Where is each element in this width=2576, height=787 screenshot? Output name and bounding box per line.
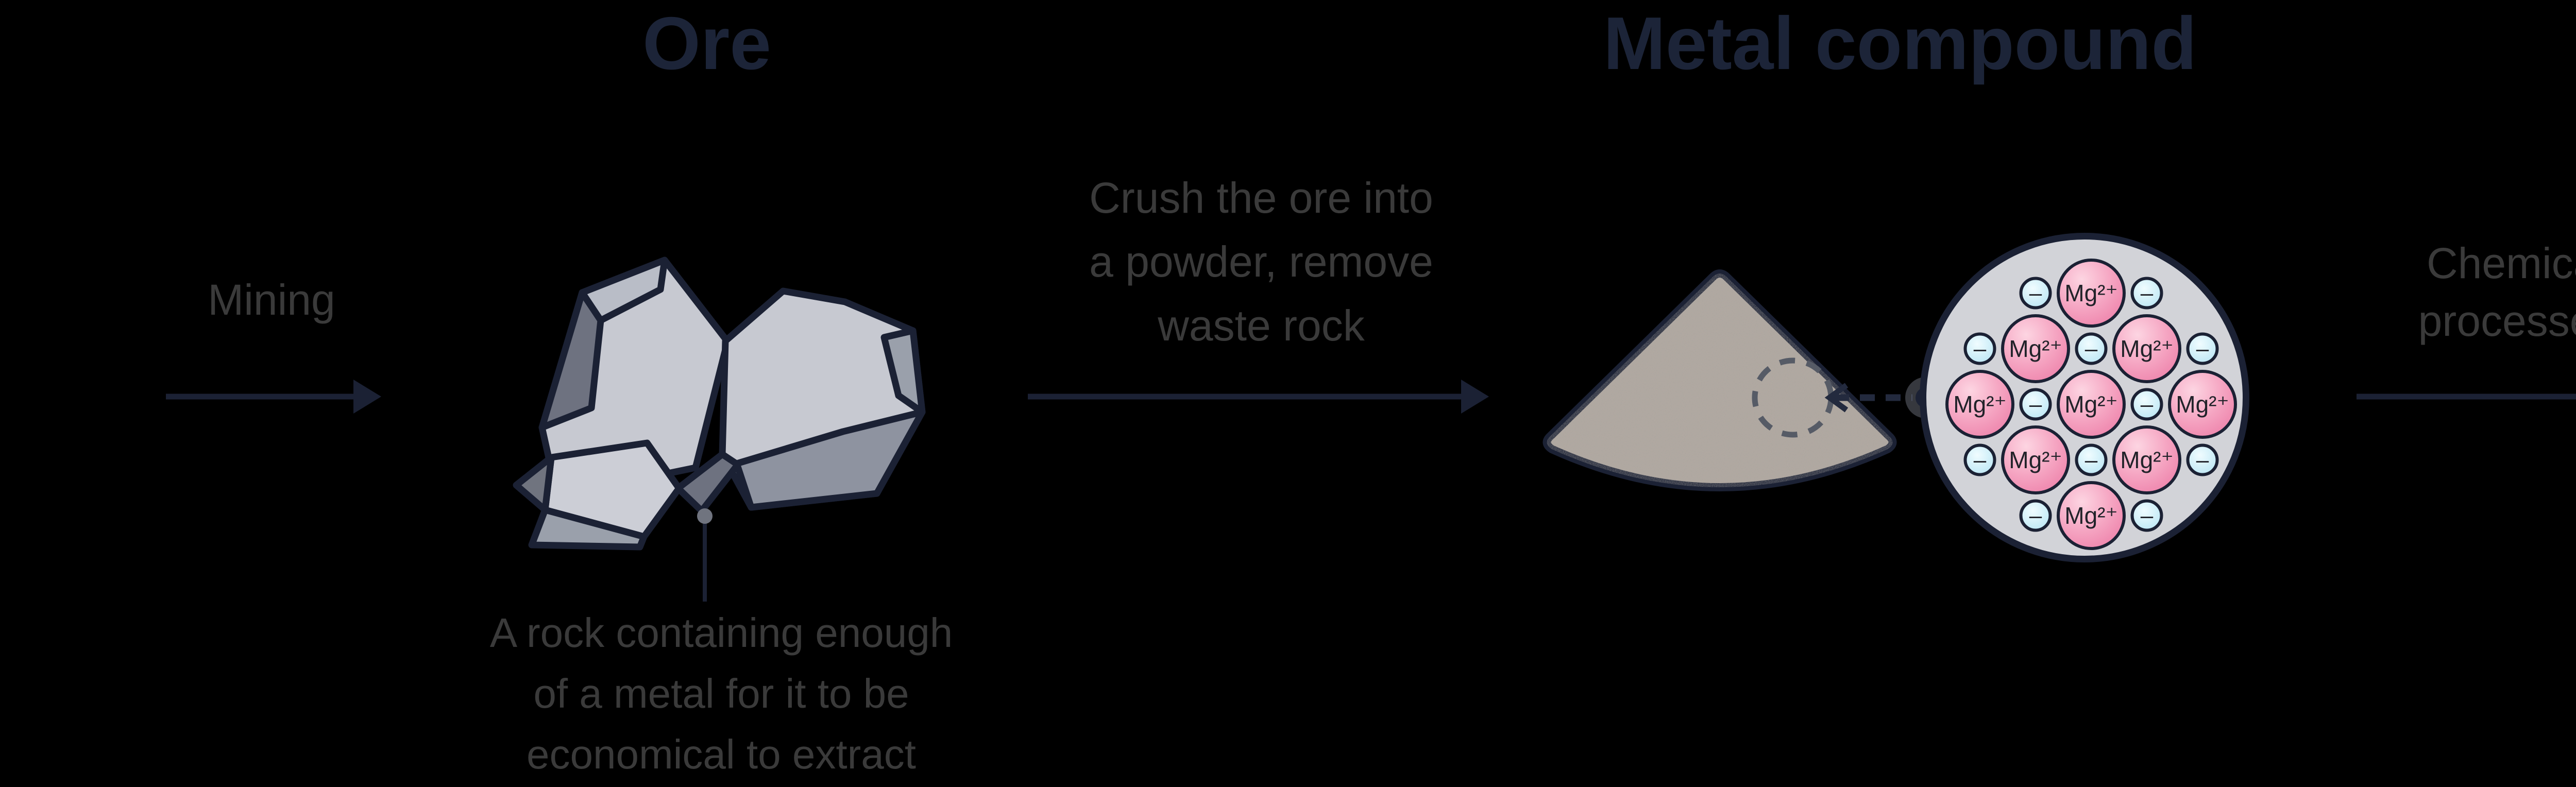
mining-arrow-icon (166, 380, 381, 414)
chemical-arrow-icon (2357, 394, 2576, 400)
electron: – (2019, 388, 2052, 421)
electron: – (2075, 332, 2108, 365)
magnesium-ion: Mg²⁺ (2057, 370, 2126, 439)
step-label-mining: Mining (208, 276, 335, 324)
stage-title-metal-compound: Metal compound (1603, 2, 2197, 85)
magnesium-ion: Mg²⁺ (2112, 314, 2181, 383)
magnesium-ion: Mg²⁺ (2057, 259, 2126, 328)
magnesium-ion: Mg²⁺ (2001, 425, 2070, 494)
chemical-line-2: processes (2418, 297, 2576, 345)
caption-leader-dot (697, 508, 713, 524)
crush-line-1: Crush the ore into (1089, 174, 1433, 222)
magnesium-ion: Mg²⁺ (2001, 314, 2070, 383)
electron: – (2130, 388, 2163, 421)
powder-pile-illustration (1543, 269, 1897, 491)
magnesium-ion: Mg²⁺ (1945, 370, 2014, 439)
ore-caption-line-2: of a metal for it to be (533, 671, 909, 716)
magnesium-ion: Mg²⁺ (2168, 370, 2237, 439)
ore-caption-line-3: economical to extract (527, 731, 916, 777)
step-label-chemical: Chemical processes (2418, 234, 2576, 350)
electron: – (2019, 499, 2052, 532)
chemical-line-1: Chemical (2426, 239, 2576, 287)
electron: – (2186, 332, 2219, 365)
step-label-crush: Crush the ore into a powder, remove wast… (1089, 166, 1433, 357)
ionic-structure-circle: –Mg²⁺––Mg²⁺–Mg²⁺–Mg²⁺–Mg²⁺–Mg²⁺–Mg²⁺–Mg²… (1920, 233, 2249, 562)
electron: – (1963, 443, 1996, 476)
crush-line-2: a powder, remove (1089, 237, 1433, 286)
electron: – (2186, 443, 2219, 476)
crush-arrow-icon (1028, 380, 1489, 414)
magnesium-ion: Mg²⁺ (2112, 425, 2181, 494)
ore-rock-illustration (513, 256, 926, 551)
ore-caption-line-1: A rock containing enough (489, 610, 953, 656)
ore-caption: A rock containing enough of a metal for … (490, 603, 953, 785)
magnesium-ion: Mg²⁺ (2057, 481, 2126, 550)
electron: – (2019, 277, 2052, 310)
electron: – (1963, 332, 1996, 365)
crush-line-3: waste rock (1158, 301, 1365, 350)
electron: – (2075, 443, 2108, 476)
stage-title-ore: Ore (642, 2, 771, 85)
ion-layer: –Mg²⁺––Mg²⁺–Mg²⁺–Mg²⁺–Mg²⁺–Mg²⁺–Mg²⁺–Mg²… (1926, 239, 2243, 556)
electron: – (2130, 277, 2163, 310)
electron: – (2130, 499, 2163, 532)
